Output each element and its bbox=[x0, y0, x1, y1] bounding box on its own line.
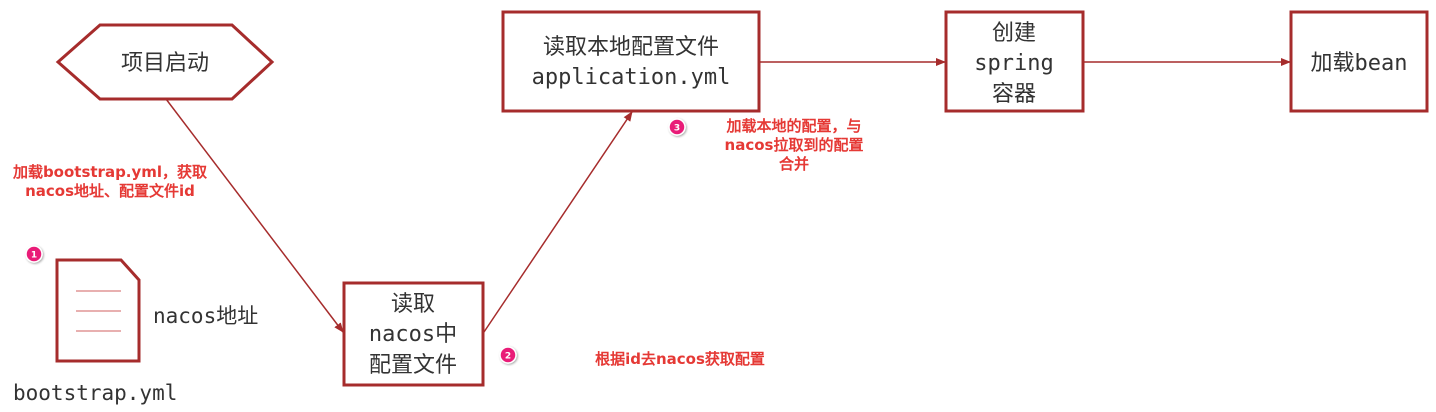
svg-text:1: 1 bbox=[31, 251, 37, 261]
create-spring-line-1: 创建 bbox=[992, 21, 1036, 46]
arrow-read-nacos-to-read-local bbox=[483, 111, 633, 333]
arrow-start-to-read-nacos bbox=[165, 98, 344, 333]
node-read-nacos: 读取 nacos中 配置文件 bbox=[342, 281, 485, 387]
svg-text:2: 2 bbox=[505, 352, 511, 362]
svg-text:3: 3 bbox=[674, 124, 680, 134]
read-nacos-line-3: 配置文件 bbox=[369, 353, 457, 378]
read-nacos-box bbox=[342, 281, 485, 387]
step-badge-1: 1 bbox=[25, 245, 43, 263]
read-local-line-2: application.yml bbox=[532, 65, 731, 90]
document-icon bbox=[55, 258, 141, 363]
file-content-label: nacos地址 bbox=[153, 304, 258, 328]
file-name-label: bootstrap.yml bbox=[13, 381, 177, 405]
note-step3-line-2: nacos拉取到的配置 bbox=[725, 136, 864, 154]
create-spring-line-2: spring bbox=[974, 51, 1053, 76]
step-badge-2: 2 bbox=[499, 346, 517, 364]
create-spring-box bbox=[944, 10, 1085, 113]
create-spring-line-3: 容器 bbox=[992, 82, 1036, 107]
load-bean-box bbox=[1289, 10, 1429, 113]
node-start: 项目启动 bbox=[55, 23, 275, 101]
start-hexagon bbox=[55, 23, 275, 101]
start-label: 项目启动 bbox=[121, 51, 209, 76]
read-nacos-line-2: nacos中 bbox=[369, 322, 457, 347]
read-local-box bbox=[501, 10, 761, 113]
load-bean-label: 加载bean bbox=[1311, 51, 1408, 76]
note-step2: 根据id去nacos获取配置 bbox=[595, 350, 765, 368]
node-create-spring: 创建 spring 容器 bbox=[944, 10, 1085, 113]
note-step1-line-2: nacos地址、配置文件id bbox=[25, 182, 195, 200]
node-read-local: 读取本地配置文件 application.yml bbox=[501, 10, 761, 113]
node-load-bean: 加载bean bbox=[1289, 10, 1429, 113]
note-step1-line-1: 加载bootstrap.yml，获取 bbox=[12, 163, 208, 181]
read-local-line-1: 读取本地配置文件 bbox=[543, 35, 719, 60]
step-badge-3: 3 bbox=[668, 118, 686, 136]
note-step3-line-1: 加载本地的配置，与 bbox=[725, 117, 861, 135]
note-step3-line-3: 合并 bbox=[778, 155, 809, 173]
read-nacos-line-1: 读取 bbox=[391, 292, 435, 317]
